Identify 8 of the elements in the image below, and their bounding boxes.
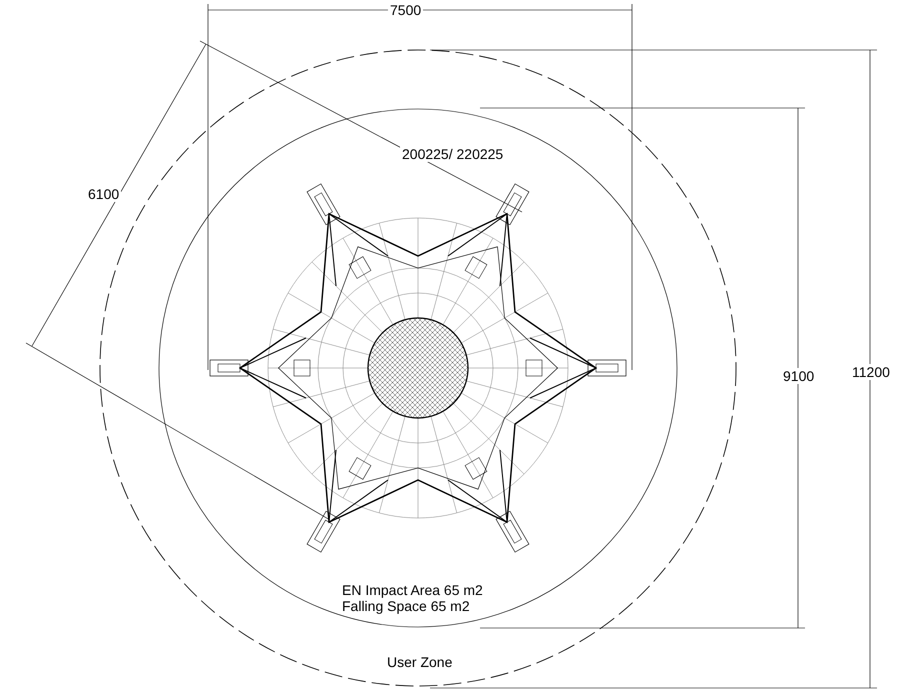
area-note: Falling Space 65 m2	[340, 598, 472, 614]
dimension-value: 11200	[850, 364, 892, 380]
area-note: EN Impact Area 65 m2	[340, 582, 485, 598]
dimension-value: 7500	[388, 2, 424, 18]
dimension-value: 6100	[86, 186, 122, 202]
product-number: 200225/ 220225	[400, 146, 506, 162]
zone-label: User Zone	[385, 654, 454, 670]
dimension-value: 9100	[781, 368, 816, 384]
